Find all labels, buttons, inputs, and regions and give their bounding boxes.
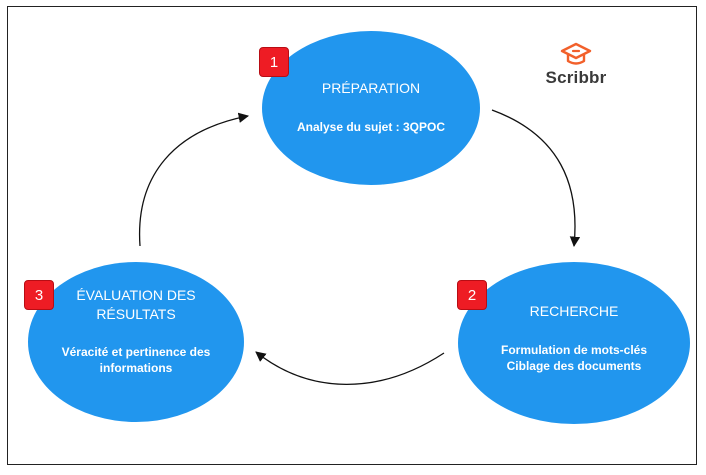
step-3-subtitle: Véracité et pertinence des informations: [61, 345, 211, 375]
scribbr-logo: Scribbr: [536, 42, 620, 92]
step-1-subtitle: Analyse du sujet : 3QPOC: [296, 120, 446, 134]
step-3-evaluation: ÉVALUATION DES RÉSULTATS Véracité et per…: [28, 262, 244, 422]
step-3-number-badge: 3: [24, 280, 54, 310]
step-2-recherche: RECHERCHE Formulation de mots-clés Cibla…: [458, 262, 690, 424]
arrow-step-2-to-3: [255, 351, 445, 385]
step-1-title: PRÉPARATION: [321, 80, 421, 96]
step-2-title: RECHERCHE: [529, 303, 619, 319]
step-2-number-badge: 2: [457, 280, 487, 310]
step-2-subtitle: Formulation de mots-clés Ciblage des doc…: [500, 343, 648, 373]
arrow-step-3-to-1: [138, 112, 250, 247]
step-1-preparation: PRÉPARATION Analyse du sujet : 3QPOC: [262, 31, 480, 185]
step-1-number-badge: 1: [259, 47, 289, 77]
step-3-title: ÉVALUATION DES RÉSULTATS: [76, 287, 196, 322]
graduation-cap-icon: [560, 42, 592, 65]
arrow-step-1-to-2: [491, 109, 581, 248]
brand-name: Scribbr: [545, 68, 607, 87]
